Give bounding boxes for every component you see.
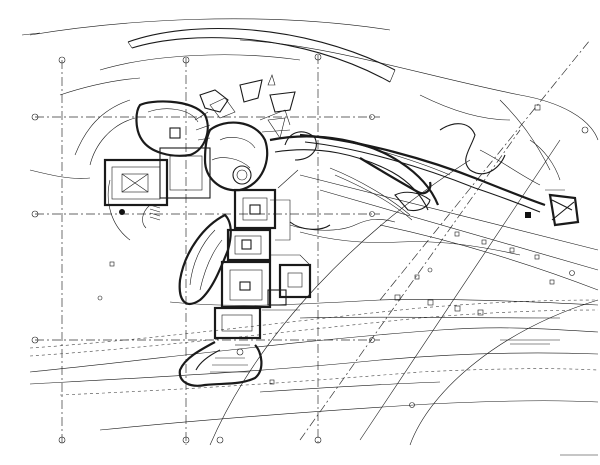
- auditorium-curve: [178, 341, 263, 387]
- road-lines: [29, 298, 599, 431]
- west-gallery: [103, 147, 211, 215]
- roof-fragments: [209, 74, 296, 139]
- ne-river-curves: [419, 94, 561, 186]
- frame-corner-marks: [21, 32, 598, 456]
- west-petal: [135, 100, 209, 157]
- stairs: [142, 204, 161, 229]
- central-atrium: [194, 89, 291, 192]
- east-annex: [262, 254, 312, 311]
- north-gallery-curve: [269, 131, 440, 221]
- long-gallery: [299, 133, 546, 213]
- diagonal-site-lines: [209, 139, 599, 446]
- south-walkway: [289, 219, 521, 256]
- south-petal: [178, 213, 232, 305]
- river-edge-canopy: [29, 18, 599, 141]
- east-tower: [525, 189, 580, 227]
- grid-bubbles: [31, 53, 589, 444]
- structural-grid: [35, 39, 591, 445]
- left-landscape-curves: [29, 77, 141, 241]
- site-markers: [109, 104, 555, 385]
- central-gallery-stack: [213, 169, 299, 340]
